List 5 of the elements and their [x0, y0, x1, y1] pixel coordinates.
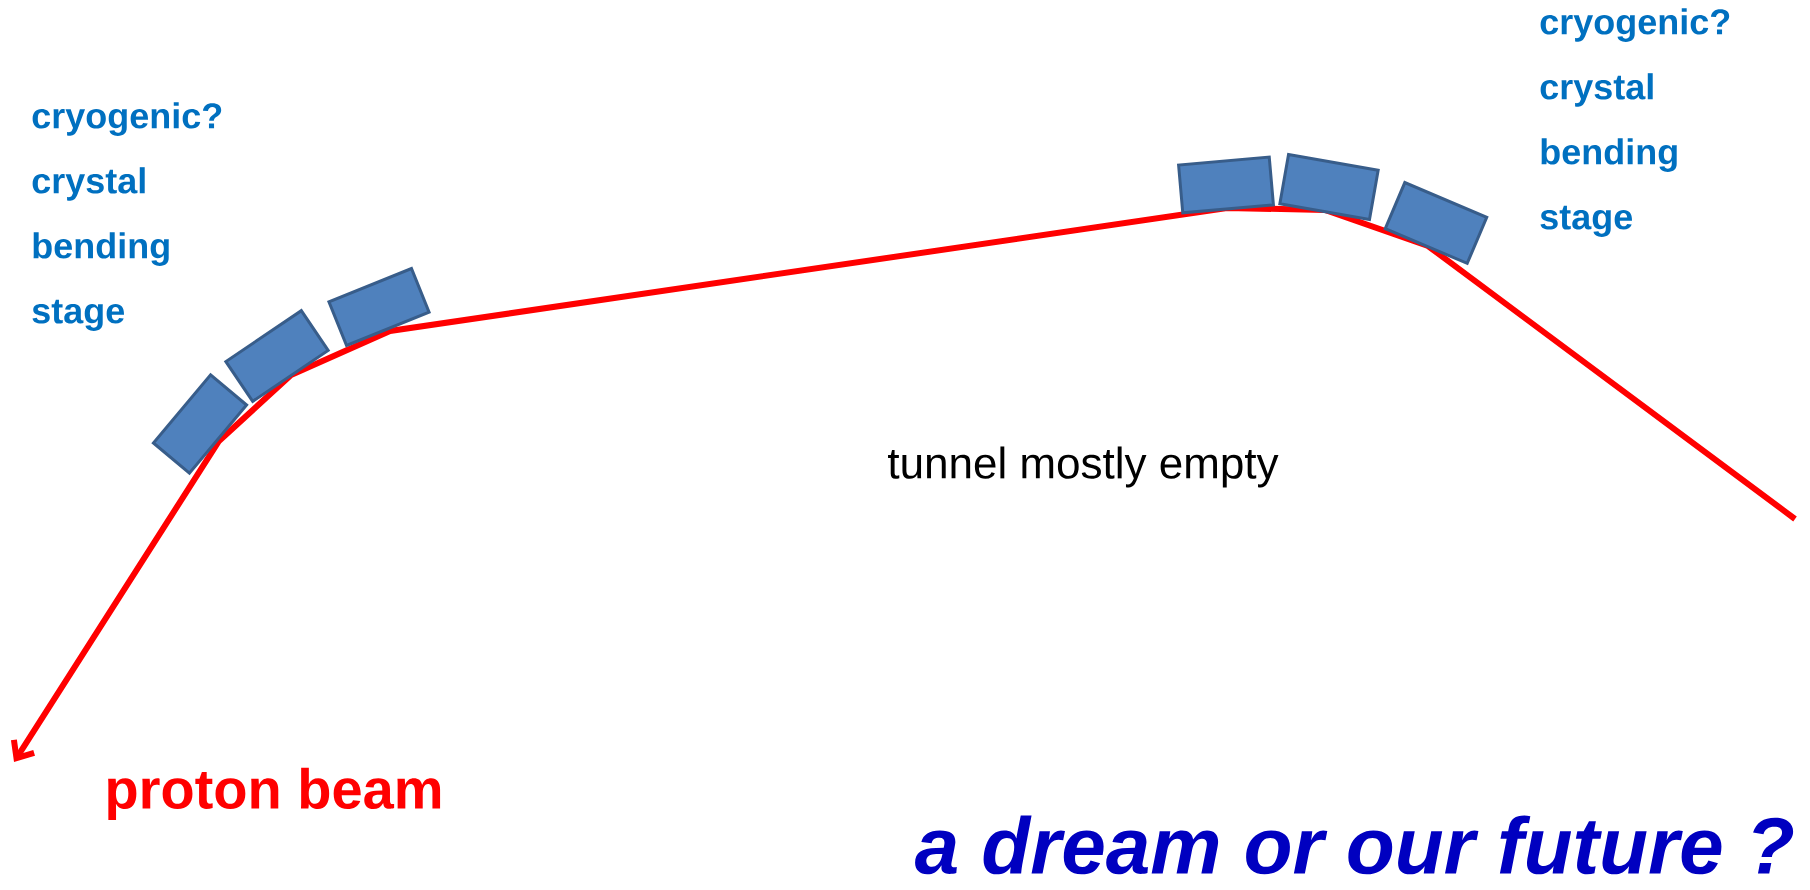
annotation-text: tunnel mostly empty	[888, 446, 1279, 488]
annotation-text: cryogenic? crystal bending stage	[32, 102, 222, 331]
annotation-text: cryogenic? crystal bending stage	[1540, 8, 1730, 237]
beam-label: proton beam	[108, 767, 441, 821]
question-text: a dream or our future ?	[915, 815, 1794, 875]
